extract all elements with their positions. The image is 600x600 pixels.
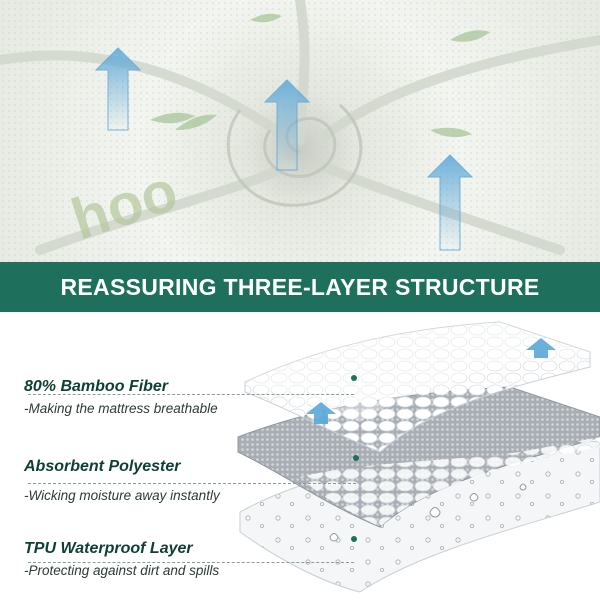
bamboo-layer-graphic <box>244 321 591 453</box>
connector-line <box>28 394 354 395</box>
layer-label-bamboo: 80% Bamboo Fiber -Making the mattress br… <box>24 378 218 416</box>
layer-label-tpu: TPU Waterproof Layer -Protecting against… <box>24 540 219 578</box>
water-droplet-icon <box>329 483 527 542</box>
up-arrow-icon <box>426 154 474 251</box>
layer-title: TPU Waterproof Layer <box>24 540 193 557</box>
bamboo-leaf-icon <box>150 13 490 138</box>
layer-diagram: 80% Bamboo Fiber -Making the mattress br… <box>0 312 600 600</box>
banner-title: REASSURING THREE-LAYER STRUCTURE <box>60 273 540 300</box>
title-banner: REASSURING THREE-LAYER STRUCTURE <box>0 262 600 312</box>
up-arrow-icon <box>306 402 336 424</box>
connector-dot <box>351 375 357 381</box>
connector-dot <box>351 536 357 542</box>
bamboo-fabric-photo: hoo <box>0 0 600 262</box>
layer-title: 80% Bamboo Fiber <box>24 378 169 395</box>
up-arrow-icon <box>263 79 311 171</box>
connector-line <box>28 562 354 563</box>
up-arrow-icon <box>94 47 142 131</box>
layer-description: -Wicking moisture away instantly <box>24 488 220 503</box>
up-arrow-icon <box>526 338 556 358</box>
connector-dot <box>353 455 359 461</box>
connector-line <box>28 483 356 484</box>
layer-description: -Protecting against dirt and spills <box>24 563 220 578</box>
layer-title: Absorbent Polyester <box>24 458 181 475</box>
layer-description: -Making the mattress breathable <box>24 401 218 416</box>
layer-label-polyester: Absorbent Polyester -Wicking moisture aw… <box>24 458 220 503</box>
